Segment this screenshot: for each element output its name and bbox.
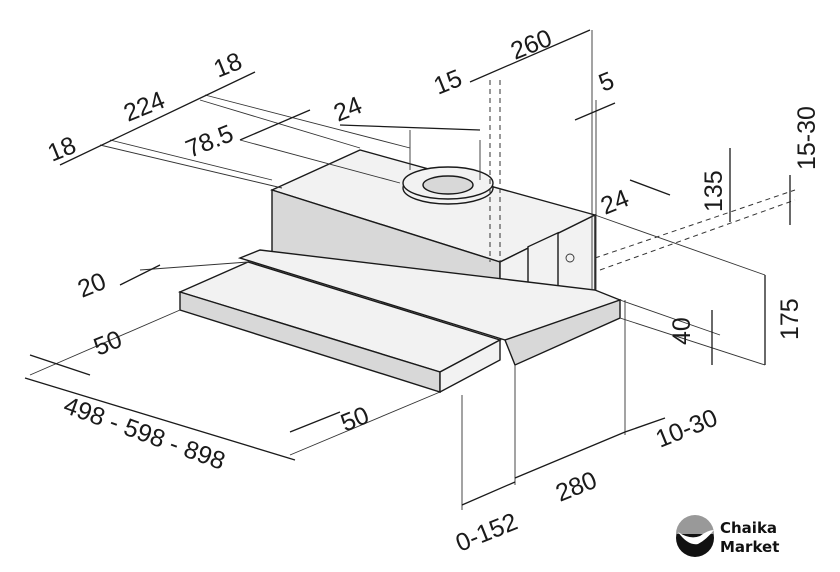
dim-18-left: 18 xyxy=(44,131,80,167)
dim-20: 20 xyxy=(74,267,110,303)
dim-175: 175 xyxy=(776,298,804,340)
dim-40: 40 xyxy=(668,317,696,345)
gull-icon xyxy=(678,530,714,545)
dim-width-range: 498 - 598 - 898 xyxy=(60,391,229,475)
dim-135: 135 xyxy=(700,170,728,212)
dim-50-left: 50 xyxy=(90,325,126,361)
dim-18-right: 18 xyxy=(210,47,246,83)
dim-24-right: 24 xyxy=(597,184,633,220)
dim-78-5: 78.5 xyxy=(182,119,238,163)
dim-50-front: 50 xyxy=(337,401,373,437)
dim-15: 15 xyxy=(430,64,466,100)
logo-line1: Chaika xyxy=(720,519,777,537)
dim-224: 224 xyxy=(120,86,169,128)
logo-line2: Market xyxy=(720,538,779,556)
dim-280: 280 xyxy=(552,466,601,508)
dimension-lines xyxy=(24,29,791,506)
extension-lines xyxy=(29,30,796,510)
dim-5: 5 xyxy=(595,66,618,97)
dim-260: 260 xyxy=(507,24,556,66)
dim-15-30: 15-30 xyxy=(793,106,821,170)
dim-10-30: 10-30 xyxy=(652,404,722,454)
hood-body xyxy=(270,149,597,337)
chaika-market-logo: Chaika Market xyxy=(676,515,779,557)
dim-0-152: 0-152 xyxy=(452,508,522,558)
dim-24-top: 24 xyxy=(330,91,366,127)
